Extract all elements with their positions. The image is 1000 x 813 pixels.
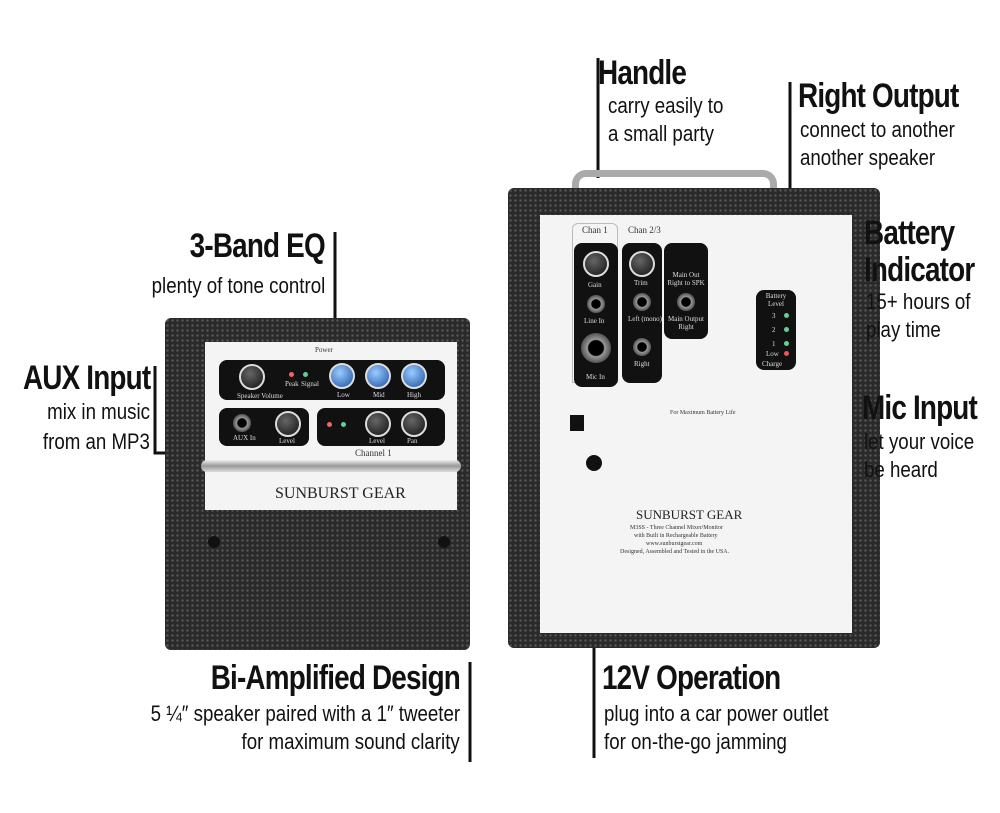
main-output-right-jack[interactable] [677, 293, 695, 311]
signal-led [303, 372, 308, 377]
level-1: 1 [772, 340, 776, 348]
mid-label: Mid [373, 391, 385, 399]
biamp-title: Bi-Amplified Design [210, 659, 461, 697]
battery-level-label: Battery Level [765, 292, 787, 308]
signal-label: Signal [301, 380, 319, 388]
high-knob[interactable] [401, 363, 427, 389]
biamp-text: 5 ¼″ speaker paired with a 1″ tweeter [150, 701, 460, 726]
eq-title: 3-Band EQ [189, 227, 326, 265]
12v-title: 12V Operation [602, 659, 781, 697]
channel1-section: Level Pan [317, 408, 445, 446]
ch1-level-label: Level [369, 437, 385, 445]
aux-in-jack[interactable] [233, 414, 251, 432]
aux-in-label: AUX In [233, 434, 256, 442]
main-out-strip: Main Out Right to SPK Main Output Right [664, 243, 708, 339]
battery-text: play time [866, 317, 941, 342]
right-output-title: Right Output [798, 77, 959, 115]
right-jack[interactable] [633, 338, 651, 356]
eq-section: Speaker Volume Peak Signal Low Mid High [219, 360, 445, 400]
main-out-label: Main Out Right to SPK [667, 271, 705, 287]
handle-text: carry easily to [608, 93, 724, 118]
left-mono-label: Left (mono) [628, 315, 663, 323]
level-2: 2 [772, 326, 776, 334]
aux-level-label: Level [279, 437, 295, 445]
led [784, 341, 789, 346]
screw [438, 536, 450, 548]
aux-title: AUX Input [22, 359, 151, 397]
12v-input[interactable] [586, 455, 602, 471]
mic-in-jack[interactable] [581, 333, 611, 363]
aux-text: from an MP3 [42, 429, 150, 454]
trim-knob[interactable] [629, 251, 655, 277]
low-label: Low [337, 391, 350, 399]
low-knob[interactable] [329, 363, 355, 389]
peak-led [289, 372, 294, 377]
rear-panel: Chan 1 Chan 2/3 Gain Line In Mic In Trim… [540, 215, 852, 633]
power-switch[interactable] [570, 415, 584, 431]
model-text: M3SS - Three Channel Mixer/Monitor [630, 525, 723, 531]
rear-brand-logo: SUNBURST GEAR [636, 507, 743, 522]
handle-title: Handle [598, 54, 687, 92]
made-text: Designed, Assembled and Tested in the US… [620, 549, 730, 555]
mic-text: be heard [864, 457, 938, 482]
ch1-level-knob[interactable] [365, 411, 391, 437]
led [784, 351, 789, 356]
battery-indicator: Battery Level 3 2 1 Low Charge [756, 290, 796, 370]
level-3: 3 [772, 312, 776, 320]
battery-title: Indicator [864, 251, 975, 289]
left-mono-jack[interactable] [633, 293, 651, 311]
aux-level-knob[interactable] [275, 411, 301, 437]
line-in-jack[interactable] [587, 295, 605, 313]
handle-text: a small party [608, 121, 715, 146]
front-panel: Power Speaker Volume Peak Signal Low Mid… [201, 342, 461, 510]
charge-label: Charge [762, 360, 783, 368]
mid-knob[interactable] [365, 363, 391, 389]
mic-text: let your voice [864, 429, 975, 454]
eq-text: plenty of tone control [151, 273, 325, 298]
led [784, 313, 789, 318]
aux-section: AUX In Level [219, 408, 309, 446]
speaker-volume-label: Speaker Volume [237, 392, 283, 400]
line-in-label: Line In [584, 317, 605, 325]
site-text: www.sunburstgear.com [646, 541, 703, 547]
front-brand-logo: SUNBURST GEAR [275, 485, 406, 502]
12v-text: for on-the-go jamming [604, 729, 787, 754]
chan1-strip: Gain Line In Mic In [574, 243, 618, 387]
channel-label: Channel 1 [355, 448, 392, 458]
battery-tips-title: For Maximum Battery Life [670, 410, 736, 416]
right-output-text: connect to another [800, 117, 955, 142]
trim-label: Trim [634, 279, 648, 287]
ch1-signal-led [341, 422, 346, 427]
high-label: High [407, 391, 421, 399]
gain-knob[interactable] [583, 251, 609, 277]
chan23-label: Chan 2/3 [628, 225, 661, 235]
mic-title: Mic Input [862, 389, 978, 427]
battery-text: 15+ hours of [866, 289, 971, 314]
aux-text: mix in music [47, 399, 150, 424]
ch1-pan-knob[interactable] [401, 411, 427, 437]
right-output-text: another speaker [800, 145, 936, 170]
biamp-text: for maximum sound clarity [241, 729, 460, 754]
battery-title: Battery [864, 214, 955, 252]
model2-text: with Built in Rechargeable Battery [634, 533, 718, 539]
level-low: Low [766, 350, 779, 358]
gain-label: Gain [588, 281, 602, 289]
led [784, 327, 789, 332]
speaker-volume-knob[interactable] [239, 364, 265, 390]
front-handle[interactable] [201, 460, 461, 472]
ch1-peak-led [327, 422, 332, 427]
right-label: Right [634, 360, 650, 368]
mic-in-label: Mic In [586, 373, 605, 381]
chan1-label: Chan 1 [582, 225, 608, 235]
12v-text: plug into a car power outlet [604, 701, 829, 726]
chan23-strip: Trim Left (mono) Right [622, 243, 662, 383]
power-label: Power [315, 346, 333, 354]
screw [208, 536, 220, 548]
peak-label: Peak [285, 380, 299, 388]
main-output-right-label: Main Output Right [668, 315, 704, 331]
ch1-pan-label: Pan [407, 437, 418, 445]
